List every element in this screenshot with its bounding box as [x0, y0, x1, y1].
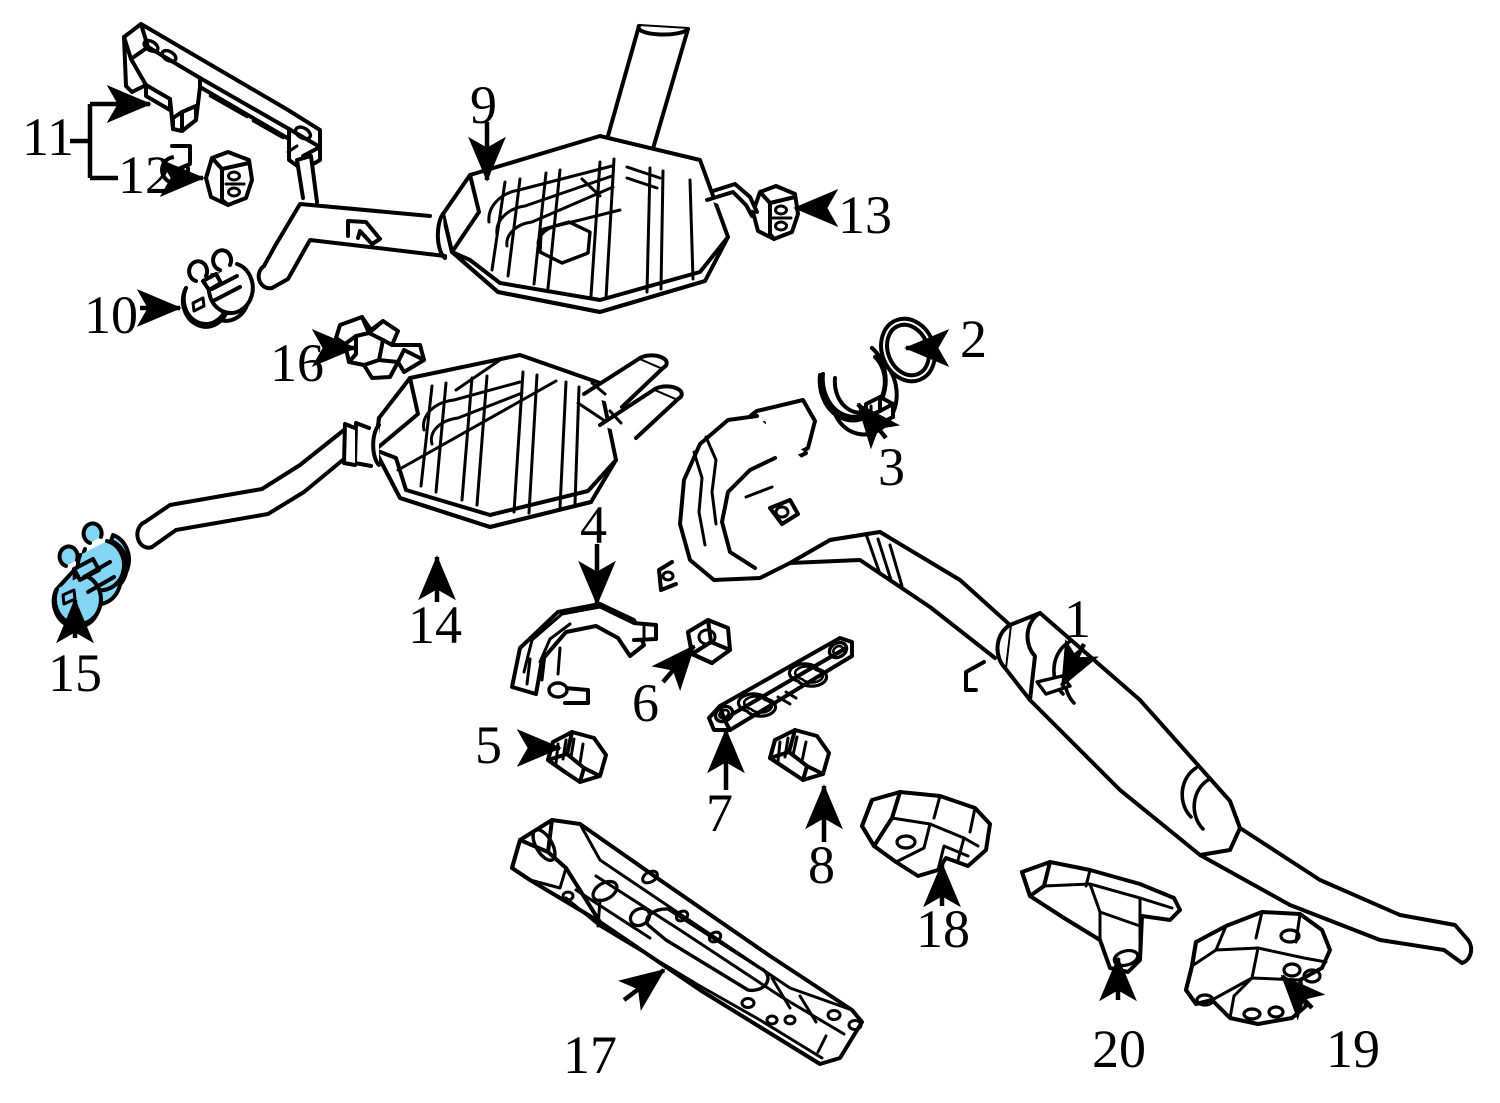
leader-11-bracket	[70, 104, 118, 181]
part-8-flange-bolt	[768, 728, 831, 782]
callout-label-15[interactable]: 15	[48, 643, 102, 703]
callout-label-11[interactable]: 11	[22, 107, 74, 167]
callout-label-18[interactable]: 18	[916, 899, 970, 959]
callout-label-2[interactable]: 2	[960, 309, 987, 369]
callout-label-12[interactable]: 12	[118, 145, 172, 205]
part-20-heat-shield-mount	[1020, 860, 1182, 974]
part-4-hanger-bracket	[510, 602, 658, 705]
callout-label-3[interactable]: 3	[878, 437, 905, 497]
leader-17	[618, 968, 666, 1012]
callout-label-13[interactable]: 13	[838, 185, 892, 245]
callout-label-7[interactable]: 7	[706, 783, 733, 843]
part-12-rubber-mount-grommet	[204, 150, 254, 207]
callout-label-1[interactable]: 1	[1064, 589, 1091, 649]
callout-label-5[interactable]: 5	[475, 715, 502, 775]
part-7-mounting-strap-plate	[707, 636, 854, 732]
callout-label-9[interactable]: 9	[470, 75, 497, 135]
callout-label-20[interactable]: 20	[1092, 1019, 1146, 1079]
part-10-exhaust-pipe-clamp	[180, 248, 255, 329]
leader-19	[1280, 974, 1326, 1021]
part-6-hex-nut	[686, 618, 732, 665]
part-17-underbody-heat-shield	[510, 818, 864, 1066]
callout-leaders	[56, 85, 1326, 1021]
part-14-center-muffler	[135, 353, 684, 550]
callout-label-19[interactable]: 19	[1326, 1019, 1380, 1079]
callout-label-17[interactable]: 17	[563, 1025, 617, 1085]
callout-label-16[interactable]: 16	[270, 333, 324, 393]
callout-label-8[interactable]: 8	[808, 835, 835, 895]
part-5-hex-flange-bolt	[546, 730, 608, 784]
leader-6	[651, 644, 696, 692]
callout-label-10[interactable]: 10	[84, 285, 138, 345]
part-15-clamp-highlighted	[51, 521, 131, 630]
part-18-heat-shield-small	[860, 790, 992, 878]
callout-label-4[interactable]: 4	[580, 495, 607, 555]
part-9-rear-muffler	[256, 24, 759, 314]
leader-3	[856, 402, 901, 450]
part-13-rubber-hanger-grommet	[751, 184, 800, 241]
leader-1	[1060, 638, 1099, 688]
callout-label-14[interactable]: 14	[408, 595, 462, 655]
callout-label-6[interactable]: 6	[632, 673, 659, 733]
